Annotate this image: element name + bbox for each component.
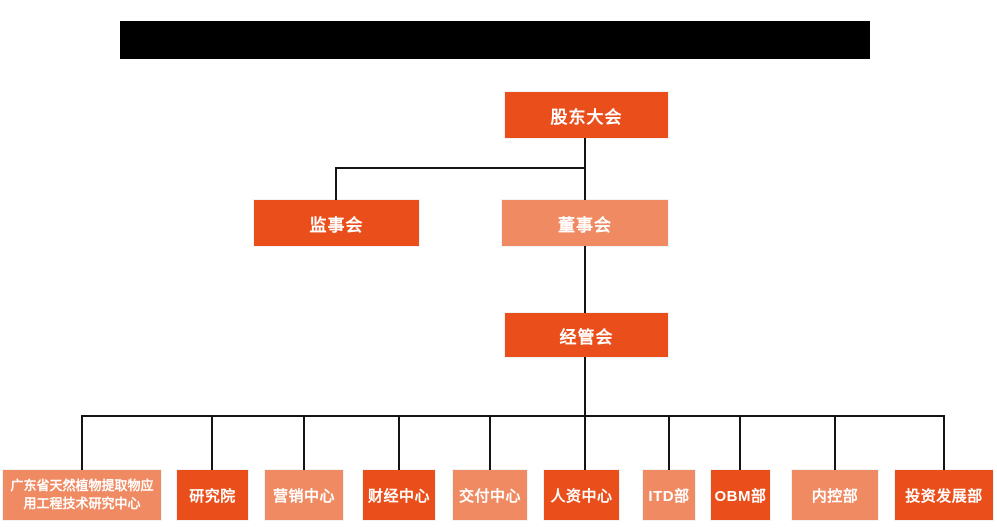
connector-shareholders-stem xyxy=(584,138,586,169)
connector-drop-dept-7 xyxy=(668,415,670,470)
connector-drop-dept-4 xyxy=(398,415,400,470)
connector-drop-dept-10 xyxy=(943,415,945,470)
connector-drop-dept-6 xyxy=(584,415,586,470)
connector-drop-dept-8 xyxy=(739,415,741,470)
node-label: 内控部 xyxy=(811,487,859,505)
node-dept-research-institute: 研究院 xyxy=(177,470,248,520)
node-dept-delivery-center: 交付中心 xyxy=(453,470,527,520)
connector-drop-dept-5 xyxy=(489,415,491,470)
node-dept-research-center: 广东省天然植物提取物应用工程技术研究中心 xyxy=(3,470,161,520)
node-label: 广东省天然植物提取物应用工程技术研究中心 xyxy=(10,477,154,511)
node-label: OBM部 xyxy=(714,487,767,505)
node-dept-finance-center: 财经中心 xyxy=(363,470,435,520)
node-label: 交付中心 xyxy=(458,487,521,505)
connector-drop-dept-1 xyxy=(81,415,83,470)
node-management-committee: 经管会 xyxy=(505,313,668,357)
connector-drop-dept-9 xyxy=(834,415,836,470)
node-label: 营销中心 xyxy=(272,487,335,505)
node-label: 监事会 xyxy=(309,215,364,235)
node-dept-investment-development: 投资发展部 xyxy=(895,470,993,520)
node-label: 董事会 xyxy=(558,215,612,235)
connector-drop-dept-3 xyxy=(303,415,305,470)
connector-drop-supervisory-board xyxy=(335,167,337,200)
node-label: 股东大会 xyxy=(550,107,623,127)
node-dept-hr-center: 人资中心 xyxy=(544,470,619,520)
node-dept-obm: OBM部 xyxy=(711,470,770,520)
connector-drop-board-of-directors xyxy=(584,167,586,200)
node-label: 投资发展部 xyxy=(905,487,983,505)
connector-departments-distributor xyxy=(81,415,945,417)
node-label: ITD部 xyxy=(648,487,690,505)
node-label: 人资中心 xyxy=(550,487,613,505)
connector-level2-branch xyxy=(335,167,586,169)
connector-board-to-management xyxy=(584,246,586,313)
redacted-title-bar xyxy=(120,21,870,59)
node-dept-internal-control: 内控部 xyxy=(792,470,878,520)
connector-drop-dept-2 xyxy=(211,415,213,470)
node-shareholders-meeting: 股东大会 xyxy=(505,92,668,138)
node-dept-itd: ITD部 xyxy=(643,470,695,520)
node-label: 研究院 xyxy=(189,487,236,505)
node-label: 财经中心 xyxy=(367,487,430,505)
connector-management-stem xyxy=(584,357,586,417)
node-label: 经管会 xyxy=(559,327,614,347)
node-dept-marketing-center: 营销中心 xyxy=(265,470,343,520)
node-board-of-directors: 董事会 xyxy=(502,200,668,246)
node-supervisory-board: 监事会 xyxy=(254,200,419,246)
